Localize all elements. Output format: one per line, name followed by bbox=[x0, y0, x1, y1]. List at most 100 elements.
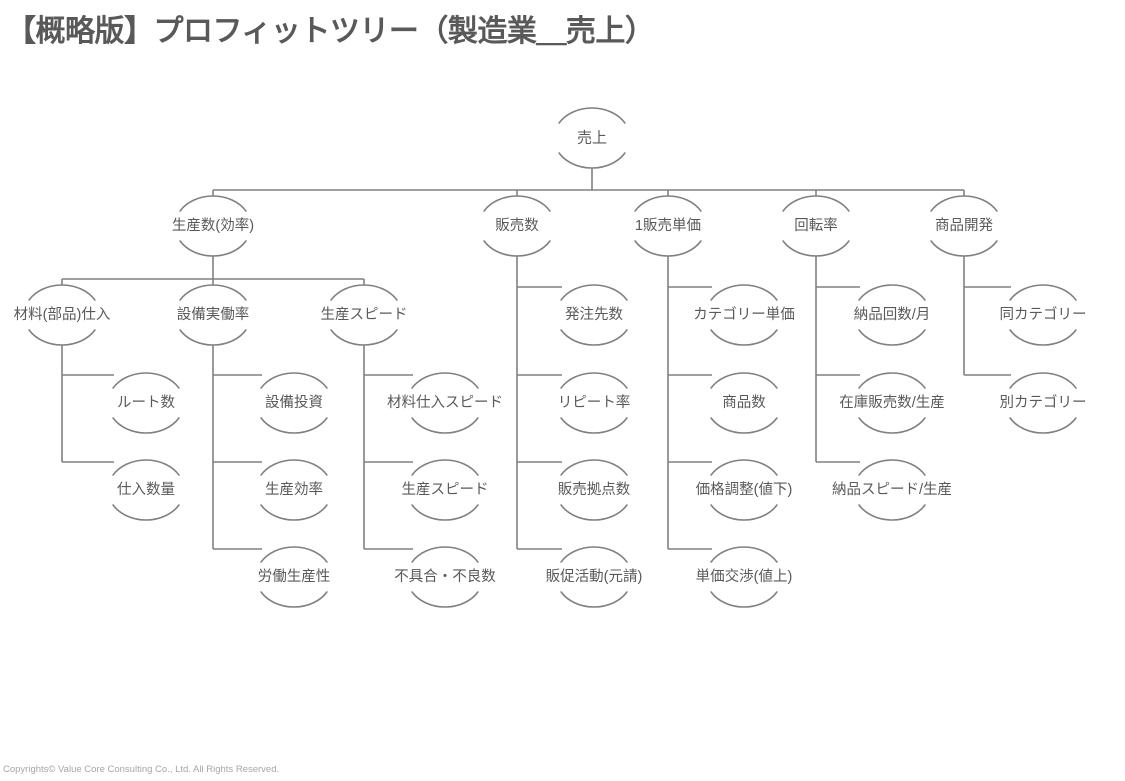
node-arc-bottom bbox=[411, 417, 479, 434]
node-arc-top bbox=[1009, 284, 1077, 301]
tree-node-n2[interactable]: 販売数 bbox=[495, 219, 539, 234]
tree-node-n17[interactable]: 納品回数/月 bbox=[854, 308, 931, 323]
tree-node-label: 別カテゴリー bbox=[999, 394, 1087, 411]
tree-node-n7[interactable]: 設備実働率 bbox=[177, 308, 250, 323]
tree-node-label: 労働生産性 bbox=[257, 568, 331, 585]
node-arc-top bbox=[1009, 372, 1077, 389]
node-arc-bottom bbox=[560, 417, 628, 434]
node-arc-top bbox=[112, 459, 180, 476]
tree-node-n11[interactable]: 販売拠点数 bbox=[558, 483, 631, 498]
tree-node-n14[interactable]: 商品数 bbox=[722, 396, 766, 411]
node-arc-bottom bbox=[112, 504, 180, 521]
node-arc-bottom bbox=[858, 417, 926, 434]
node-arc-bottom bbox=[858, 504, 926, 521]
tree-node-n10[interactable]: リピート率 bbox=[558, 396, 631, 411]
node-arc-bottom bbox=[330, 329, 398, 346]
tree-node-label: 売上 bbox=[576, 129, 608, 147]
node-arc-top bbox=[560, 546, 628, 563]
node-arc-bottom bbox=[560, 329, 628, 346]
node-arc-top bbox=[411, 459, 479, 476]
node-arc-top bbox=[260, 459, 328, 476]
node-arc-bottom bbox=[710, 504, 778, 521]
node-arc-top bbox=[710, 372, 778, 389]
tree-node-n24[interactable]: 設備投資 bbox=[265, 396, 323, 411]
tree-node-n12[interactable]: 販促活動(元請) bbox=[546, 570, 643, 585]
node-arc-top bbox=[710, 459, 778, 476]
node-arc-top bbox=[411, 546, 479, 563]
tree-node-n26[interactable]: 労働生産性 bbox=[258, 570, 331, 585]
tree-node-label: 生産スピード bbox=[401, 481, 489, 498]
tree-node-label: 発注先数 bbox=[565, 306, 623, 323]
tree-node-n25[interactable]: 生産効率 bbox=[265, 483, 323, 498]
tree-node-n1[interactable]: 生産数(効率) bbox=[172, 219, 254, 234]
node-arc-bottom bbox=[260, 591, 328, 608]
node-arc-bottom bbox=[634, 240, 702, 257]
tree-node-n3[interactable]: 1販売単価 bbox=[635, 219, 701, 234]
tree-node-label: 1販売単価 bbox=[634, 217, 702, 234]
node-arc-bottom bbox=[560, 504, 628, 521]
node-arc-top bbox=[930, 195, 998, 212]
node-arc-bottom bbox=[930, 240, 998, 257]
tree-node-n13[interactable]: カテゴリー単価 bbox=[693, 308, 795, 323]
tree-node-label: 生産効率 bbox=[265, 481, 323, 498]
node-arc-bottom bbox=[558, 152, 626, 169]
node-arc-top bbox=[634, 195, 702, 212]
node-arc-bottom bbox=[179, 329, 247, 346]
tree-node-n4[interactable]: 回転率 bbox=[794, 219, 838, 234]
tree-node-n9[interactable]: 発注先数 bbox=[565, 308, 623, 323]
node-arc-top bbox=[710, 546, 778, 563]
tree-node-n28[interactable]: 生産スピード bbox=[402, 483, 489, 498]
tree-node-n8[interactable]: 生産スピード bbox=[321, 308, 408, 323]
tree-node-label: カテゴリー単価 bbox=[693, 306, 795, 323]
tree-node-label: 商品数 bbox=[722, 394, 766, 411]
tree-node-n0[interactable]: 売上 bbox=[577, 131, 607, 146]
tree-node-n27[interactable]: 材料仕入スピード bbox=[387, 396, 503, 411]
node-arc-bottom bbox=[28, 329, 96, 346]
node-arc-top bbox=[179, 284, 247, 301]
tree-node-n6[interactable]: 材料(部品)仕入 bbox=[14, 308, 111, 323]
node-arc-bottom bbox=[710, 417, 778, 434]
tree-node-n20[interactable]: 同カテゴリー bbox=[1000, 308, 1087, 323]
tree-node-label: 材料仕入スピード bbox=[387, 394, 503, 411]
tree-node-n22[interactable]: ルート数 bbox=[117, 396, 175, 411]
tree-node-label: 単価交渉(値上) bbox=[695, 568, 793, 585]
page-title: 【概略版】プロフィットツリー（製造業＿売上） bbox=[6, 15, 655, 48]
tree-node-n23[interactable]: 仕入数量 bbox=[117, 483, 175, 498]
tree-node-label: 材料(部品)仕入 bbox=[13, 306, 111, 323]
tree-node-label: 商品開発 bbox=[935, 217, 993, 234]
tree-node-n5[interactable]: 商品開発 bbox=[935, 219, 993, 234]
node-arc-bottom bbox=[858, 329, 926, 346]
node-arc-top bbox=[260, 546, 328, 563]
connector-layer bbox=[61, 168, 1011, 550]
tree-node-label: 仕入数量 bbox=[117, 481, 175, 498]
tree-node-label: 設備投資 bbox=[265, 394, 323, 411]
tree-node-label: 販促活動(元請) bbox=[545, 568, 643, 585]
tree-node-n19[interactable]: 納品スピード/生産 bbox=[832, 483, 952, 498]
node-arc-bottom bbox=[179, 240, 247, 257]
tree-node-n16[interactable]: 単価交渉(値上) bbox=[696, 570, 793, 585]
node-arc-bottom bbox=[260, 504, 328, 521]
tree-node-label: 納品スピード/生産 bbox=[831, 481, 953, 498]
tree-node-label: ルート数 bbox=[117, 394, 175, 411]
tree-node-label: 販売拠点数 bbox=[557, 481, 631, 498]
tree-node-label: 設備実働率 bbox=[176, 306, 250, 323]
node-arc-bottom bbox=[260, 417, 328, 434]
node-arc-bottom bbox=[710, 329, 778, 346]
node-arc-top bbox=[330, 284, 398, 301]
tree-node-n15[interactable]: 価格調整(値下) bbox=[696, 483, 793, 498]
node-arc-bottom bbox=[1009, 417, 1077, 434]
node-arc-top bbox=[411, 372, 479, 389]
tree-node-n18[interactable]: 在庫販売数/生産 bbox=[839, 396, 945, 411]
tree-node-n21[interactable]: 別カテゴリー bbox=[1000, 396, 1087, 411]
node-arc-top bbox=[858, 284, 926, 301]
node-arc-bottom bbox=[411, 504, 479, 521]
node-arc-top bbox=[710, 284, 778, 301]
node-arc-top bbox=[560, 372, 628, 389]
node-arc-bottom bbox=[411, 591, 479, 608]
tree-node-n29[interactable]: 不具合・不良数 bbox=[394, 570, 496, 585]
tree-node-label: 回転率 bbox=[794, 217, 838, 234]
node-arc-bottom bbox=[560, 591, 628, 608]
tree-node-label: 同カテゴリー bbox=[999, 306, 1087, 323]
node-arc-bottom bbox=[782, 240, 850, 257]
